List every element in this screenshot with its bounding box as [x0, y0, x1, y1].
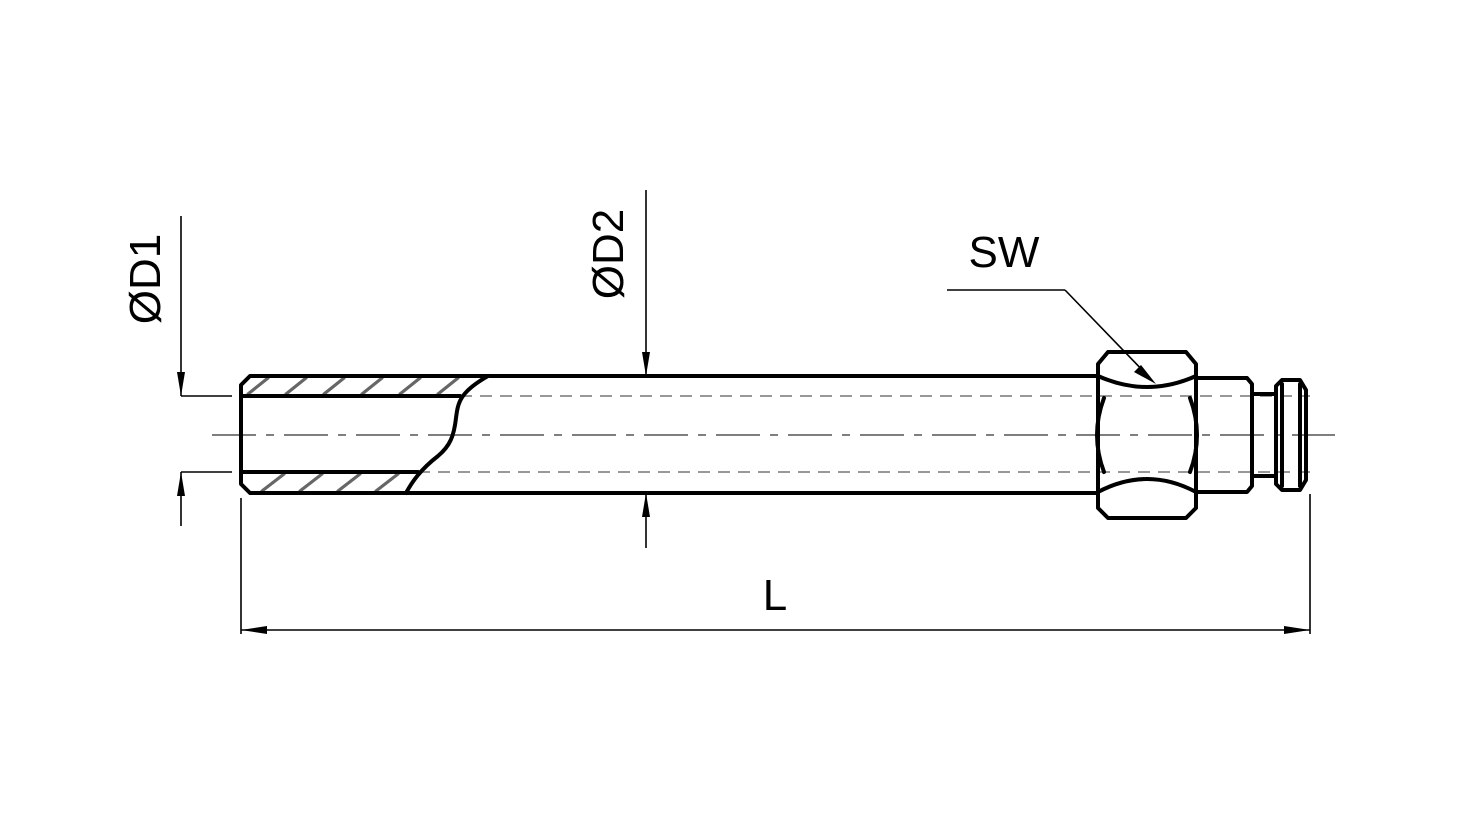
dimension-l	[240, 494, 1311, 634]
dimension-d2	[642, 190, 650, 548]
hex-nut	[1095, 350, 1199, 520]
arrow-sw	[1134, 365, 1156, 384]
arrow-d1-top	[177, 372, 185, 396]
label-sw: SW	[969, 228, 1040, 277]
section-hatching	[246, 376, 460, 493]
arrow-d2-top	[642, 352, 650, 376]
tube-body	[239, 374, 1100, 495]
leader-sw	[947, 289, 1156, 384]
label-d2: ØD2	[584, 209, 633, 299]
label-l: L	[763, 571, 787, 620]
label-d1: ØD1	[121, 234, 170, 324]
connector	[1194, 376, 1308, 494]
arrow-d2-bottom	[642, 493, 650, 517]
arrow-l-left	[241, 626, 267, 634]
arrow-l-right	[1284, 626, 1310, 634]
arrow-d1-bottom	[177, 472, 185, 496]
dimension-d1	[177, 216, 232, 526]
